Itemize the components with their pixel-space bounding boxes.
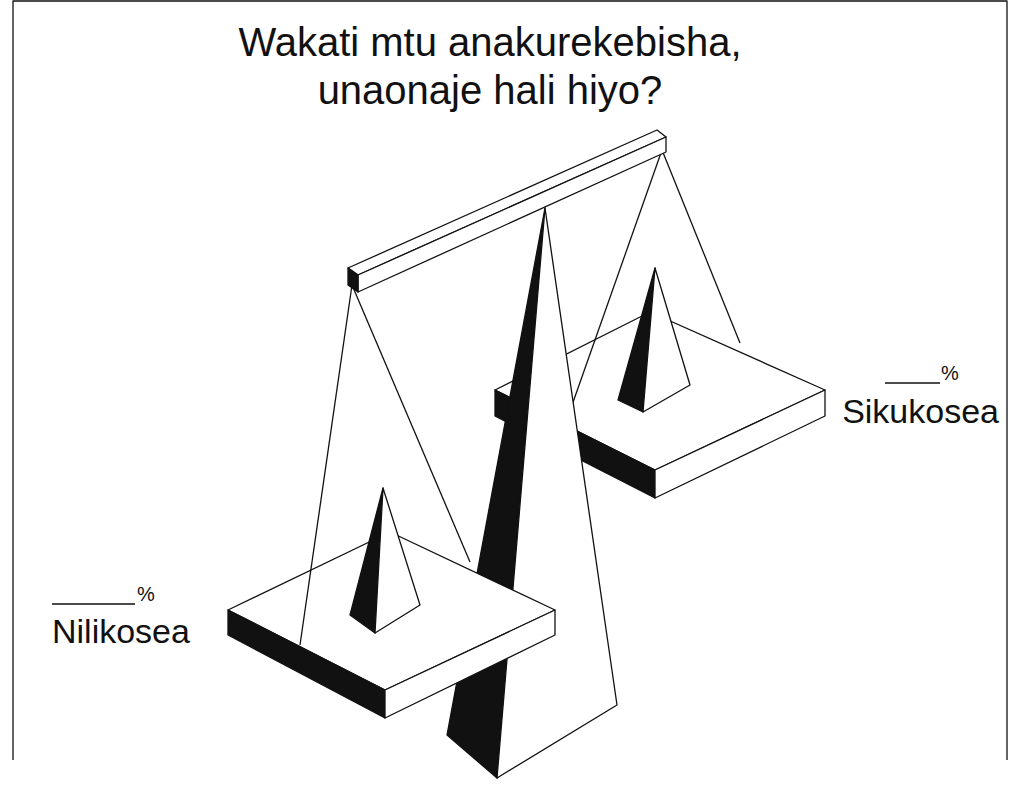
- answer-blank: [52, 603, 135, 605]
- left-string: [352, 285, 470, 562]
- beam-top: [348, 130, 666, 275]
- left-pan-front: [385, 610, 555, 718]
- beam-front: [358, 137, 666, 292]
- left-string: [300, 285, 352, 645]
- left-weight-light: [375, 488, 420, 633]
- left-pan-side: [228, 610, 385, 718]
- answer-blank: [885, 382, 940, 384]
- title: Wakati mtu anakurekebisha, unaonaje hali…: [190, 18, 790, 114]
- percent-sign: %: [941, 362, 959, 385]
- right-weight-light: [643, 268, 690, 412]
- right-string: [662, 150, 740, 343]
- pillar-light: [497, 208, 617, 778]
- right-pan-front: [655, 390, 825, 498]
- answer-label: Sikukosea: [842, 392, 999, 431]
- answer-label: Nilikosea: [52, 612, 190, 651]
- frame-line: [13, 1, 1007, 760]
- percent-sign: %: [137, 583, 155, 606]
